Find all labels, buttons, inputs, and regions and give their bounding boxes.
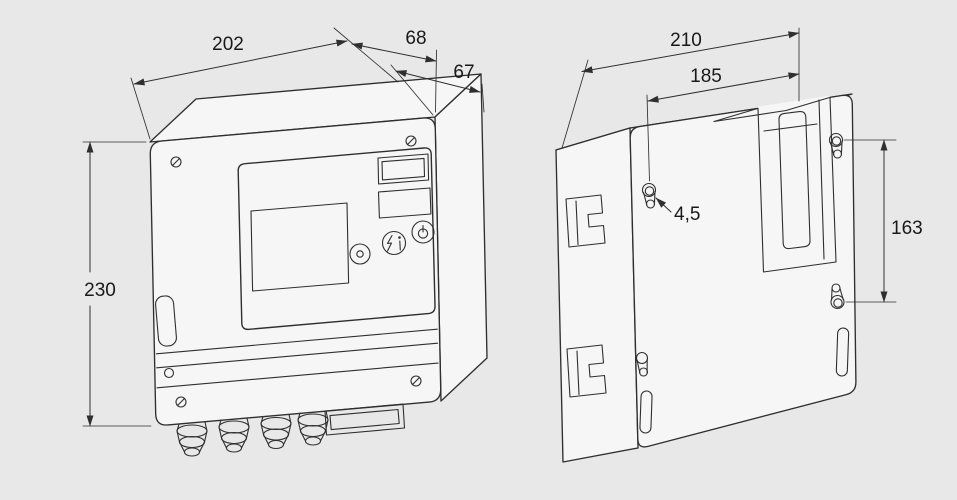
cable-gland — [176, 421, 208, 457]
conduit-adapter — [324, 403, 406, 436]
right-side-face — [434, 73, 488, 402]
cable-gland — [260, 413, 292, 450]
dimension-hole-diameter-4-5: 4,5 — [655, 197, 700, 225]
cable-clamp-upper — [565, 194, 606, 248]
info-icon — [398, 236, 401, 251]
mounting-keyhole-bottom-left — [635, 351, 649, 377]
device-front-view: 202 68 67 230 — [82, 27, 488, 457]
mounting-keyhole-top-right — [828, 132, 844, 159]
side-window — [155, 295, 177, 347]
cable-clamp-lower — [566, 344, 607, 398]
left-side-face — [555, 127, 639, 463]
control-panel — [237, 147, 436, 331]
depth-total-label: 68 — [405, 28, 426, 49]
mounting-channel — [713, 96, 837, 273]
hole-spacing-h-label: 185 — [690, 66, 722, 87]
select-dot-icon — [356, 250, 364, 258]
rear-face — [629, 94, 857, 448]
height-label: 230 — [84, 280, 116, 301]
mounting-slot-bottom-right — [835, 327, 850, 377]
power-icon — [417, 224, 429, 239]
dimension-height-230: 230 — [82, 141, 152, 427]
cable-gland — [218, 417, 250, 453]
mounting-keyhole-bottom-right — [830, 283, 845, 310]
dimension-hole-spacing-163: 163 — [843, 139, 923, 303]
dimension-depth-67: 67 — [390, 62, 485, 116]
power-button — [411, 220, 435, 244]
dimension-hole-spacing-185: 185 — [646, 66, 800, 182]
lower-cover-lines — [155, 328, 439, 389]
led-display — [377, 153, 430, 185]
cable-gland — [297, 410, 329, 446]
channel-slot — [778, 111, 811, 250]
strip-screw — [163, 367, 175, 379]
hole-diameter-label: 4,5 — [674, 204, 700, 225]
select-button — [349, 243, 371, 265]
dimension-depth-68: 68 — [351, 28, 437, 113]
front-corner-screws — [170, 135, 422, 408]
device-rear-view: 210 185 4,5 163 — [555, 27, 923, 463]
mounting-slot-bottom-left — [639, 390, 653, 434]
front-width-label: 202 — [212, 34, 244, 55]
mounting-keyhole-top-left — [641, 182, 657, 209]
hole-spacing-v-label: 163 — [891, 218, 923, 239]
label-plate — [377, 187, 432, 219]
depth-body-label: 67 — [453, 62, 474, 83]
reset-info-button — [381, 230, 407, 256]
front-face — [149, 117, 442, 426]
main-display-window — [250, 202, 350, 292]
rear-width-label: 210 — [670, 30, 702, 51]
lightning-icon — [386, 234, 393, 252]
dimension-width-202: 202 — [130, 27, 399, 140]
